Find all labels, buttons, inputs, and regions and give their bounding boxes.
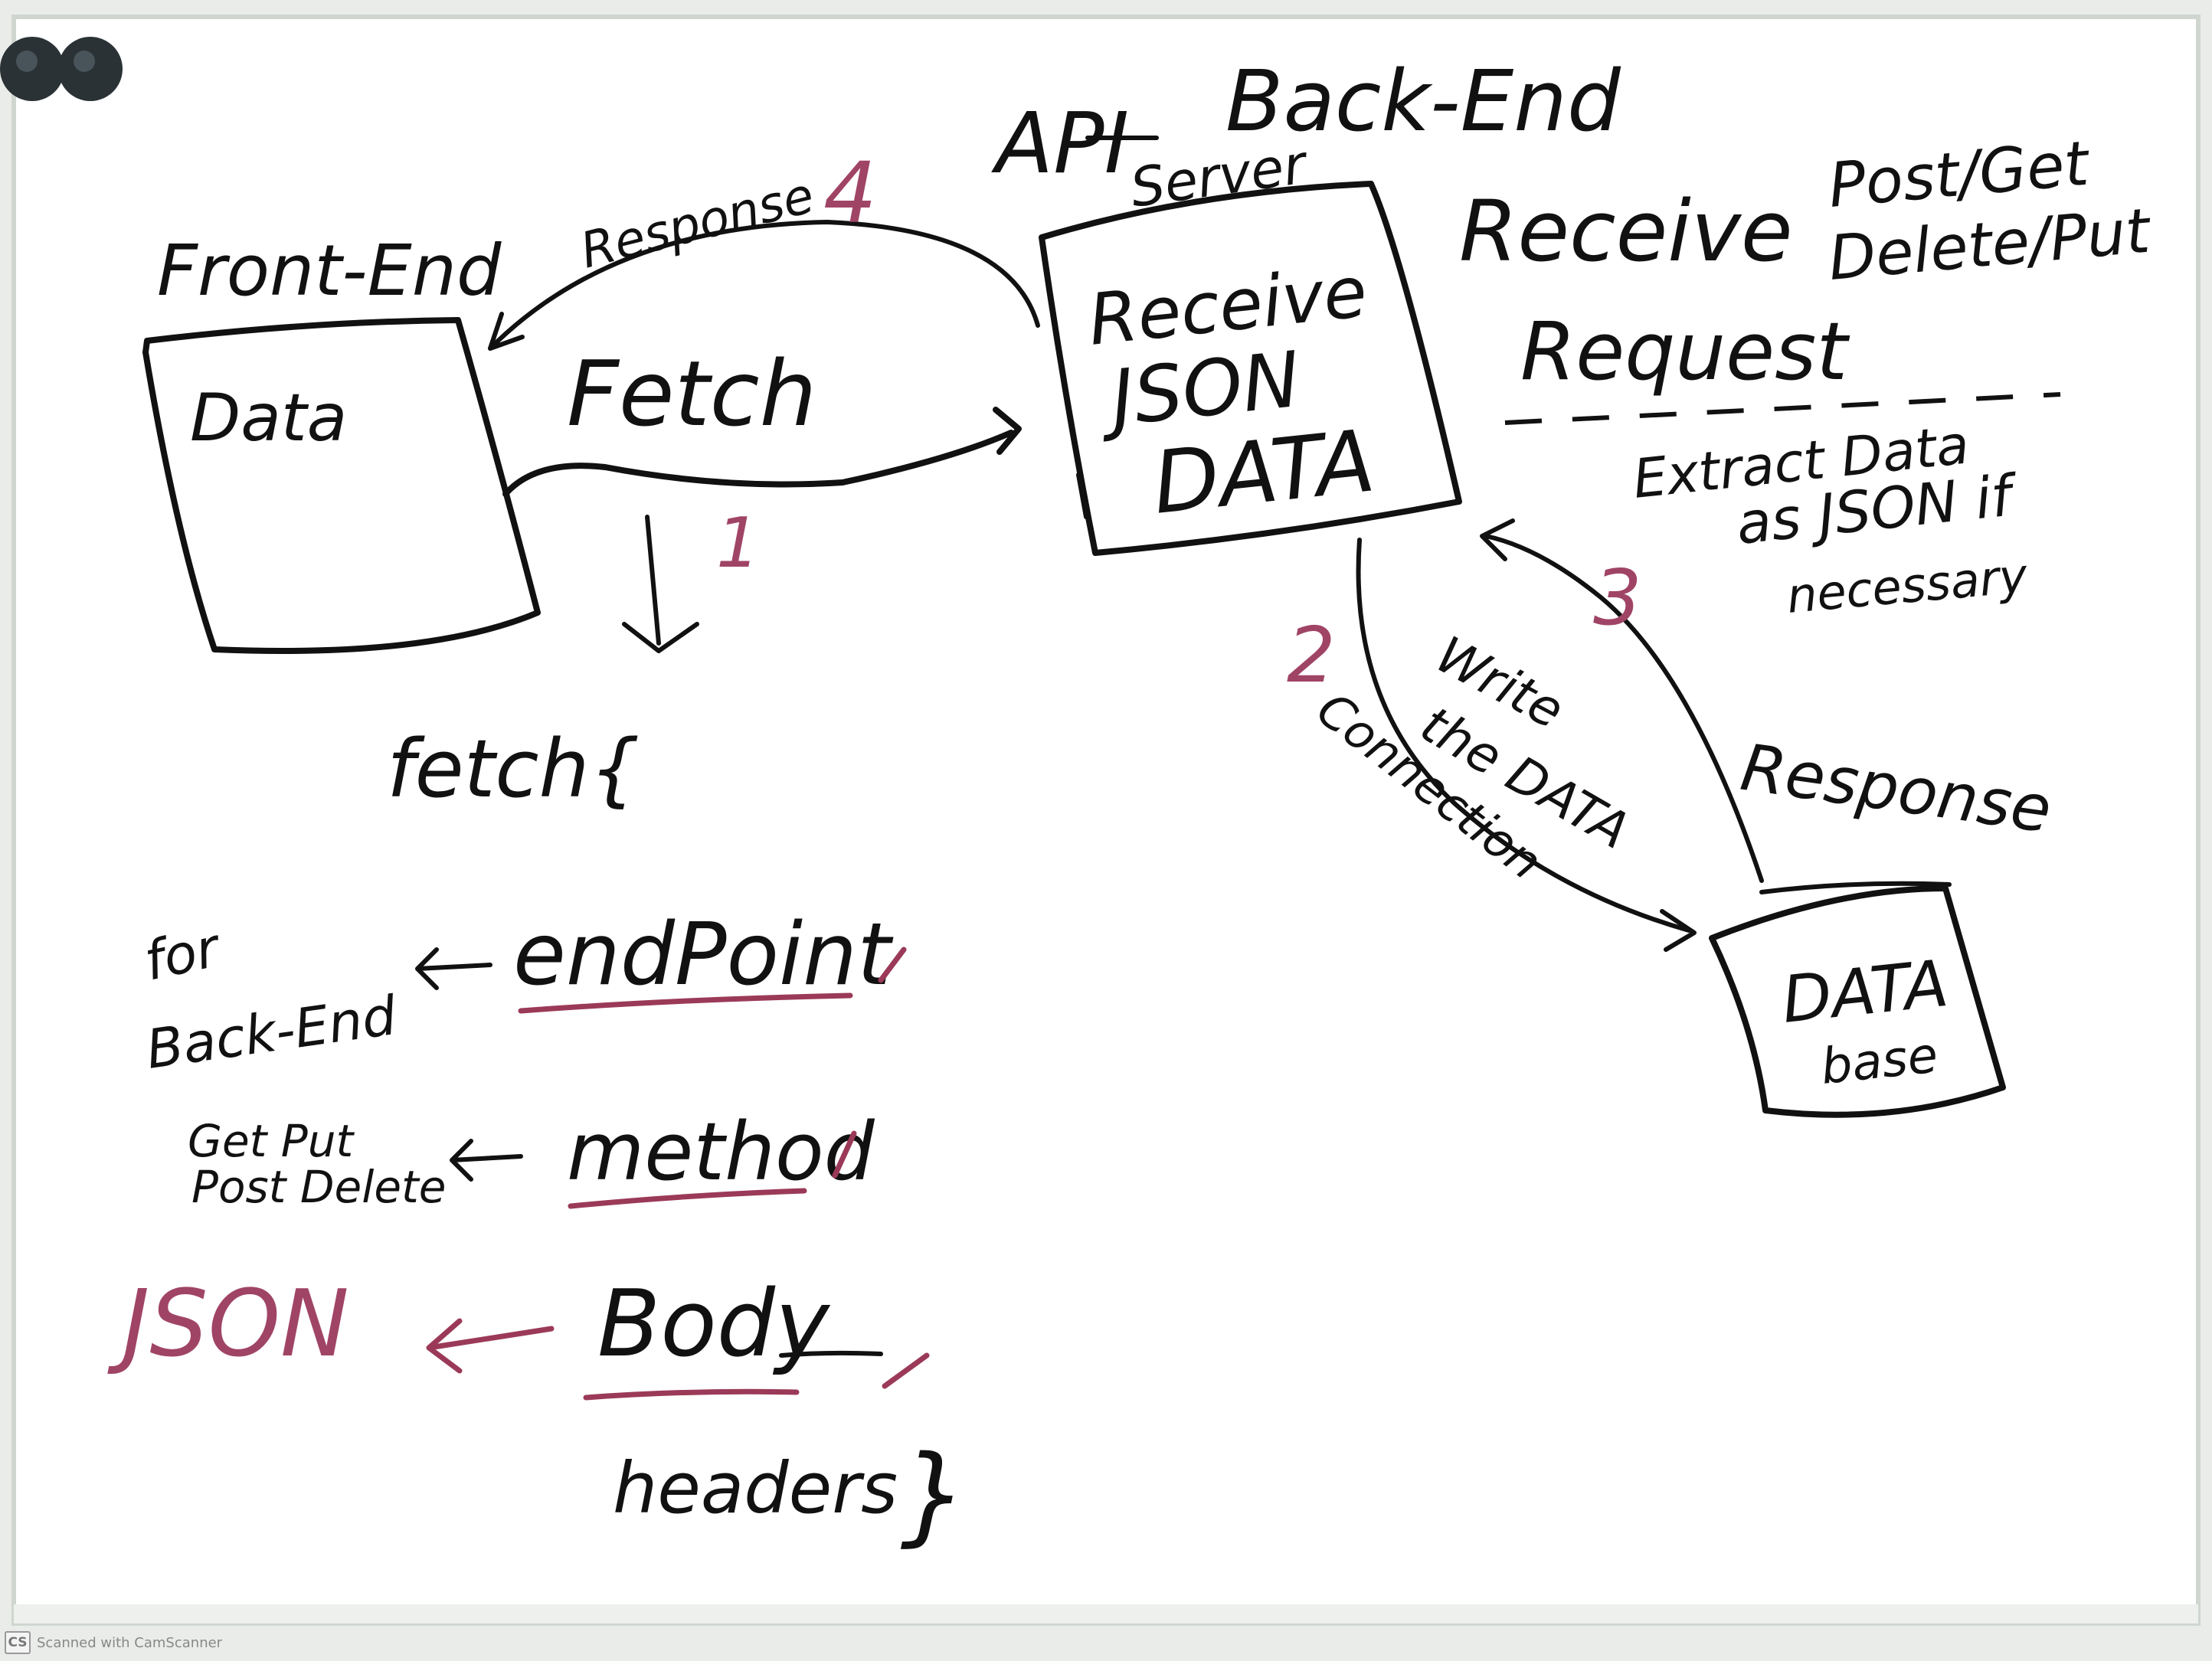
response-db-arrow-head: [1480, 518, 1515, 561]
front-end-label: Front-End: [157, 230, 502, 312]
step-number-two: 2: [1287, 610, 1336, 700]
endpoint-underline: [518, 992, 853, 1014]
camscanner-badge: CS: [5, 1631, 31, 1654]
database-shape: [1709, 885, 2006, 1118]
api-label: API: [991, 94, 1129, 192]
fetch-down-arrow-head: [622, 622, 699, 653]
fetch-arrow: [502, 430, 1014, 497]
step-number-one: 1: [716, 503, 760, 584]
scan-footer: CS Scanned with CamScanner: [5, 1630, 222, 1656]
body-tail: [779, 1350, 883, 1358]
database-line2: base: [1818, 1027, 1940, 1096]
json-label: JSON: [107, 1271, 349, 1378]
close-brace-label: }: [900, 1433, 968, 1558]
write-arrow-head: [1660, 909, 1697, 952]
server-box-side-stroke: [1076, 472, 1088, 519]
step-number-four: 4: [823, 144, 877, 242]
server-box-line3: DATA: [1148, 411, 1379, 534]
response-arrow-head: [488, 312, 525, 351]
camscanner-text: Scanned with CamScanner: [37, 1634, 223, 1651]
front-end-box: [142, 317, 541, 654]
response-arrow: [488, 220, 1040, 351]
magnet-icon: [0, 37, 123, 101]
fetch-open-label: fetch{: [387, 722, 640, 816]
database-line1: DATA: [1778, 946, 1952, 1038]
board-frame-bottom: [14, 1604, 2198, 1623]
endpoint-note-line1: for: [139, 916, 227, 993]
method-comma: [832, 1130, 857, 1179]
fetch-arrow-head: [993, 407, 1022, 455]
headers-label: headers: [613, 1447, 898, 1529]
method-arrow: [450, 1139, 523, 1182]
body-label: Body: [597, 1271, 831, 1378]
fetch-down-arrow: [645, 515, 661, 646]
endpoint-arrow: [415, 947, 492, 990]
endpoint-label: endPoint: [513, 905, 894, 1005]
front-end-box-label: Data: [190, 380, 347, 456]
database-top-line: [1759, 881, 1952, 894]
body-comma: [882, 1352, 930, 1389]
body-arrow: [426, 1318, 555, 1374]
server-box-line2: JSON: [1094, 335, 1304, 445]
method-label: method: [567, 1105, 875, 1198]
request-dashed-divider: [1504, 392, 2061, 425]
request-label: Request: [1520, 305, 1850, 398]
board-surface: [11, 15, 2201, 1626]
methods-line2: Post Delete: [191, 1161, 446, 1213]
server-box: [1039, 181, 1462, 556]
fetch-label: Fetch: [567, 341, 816, 446]
method-underline: [568, 1188, 807, 1209]
receive-right-label: Receive: [1459, 182, 1793, 280]
endpoint-comma: [878, 947, 907, 983]
methods-line1: Get Put: [188, 1115, 355, 1167]
body-underline: [583, 1388, 800, 1401]
write-arrow: [1356, 538, 1691, 933]
step-number-three: 3: [1593, 553, 1642, 642]
back-end-label: Back-End: [1225, 52, 1621, 150]
response-db-arrow: [1484, 534, 1764, 883]
